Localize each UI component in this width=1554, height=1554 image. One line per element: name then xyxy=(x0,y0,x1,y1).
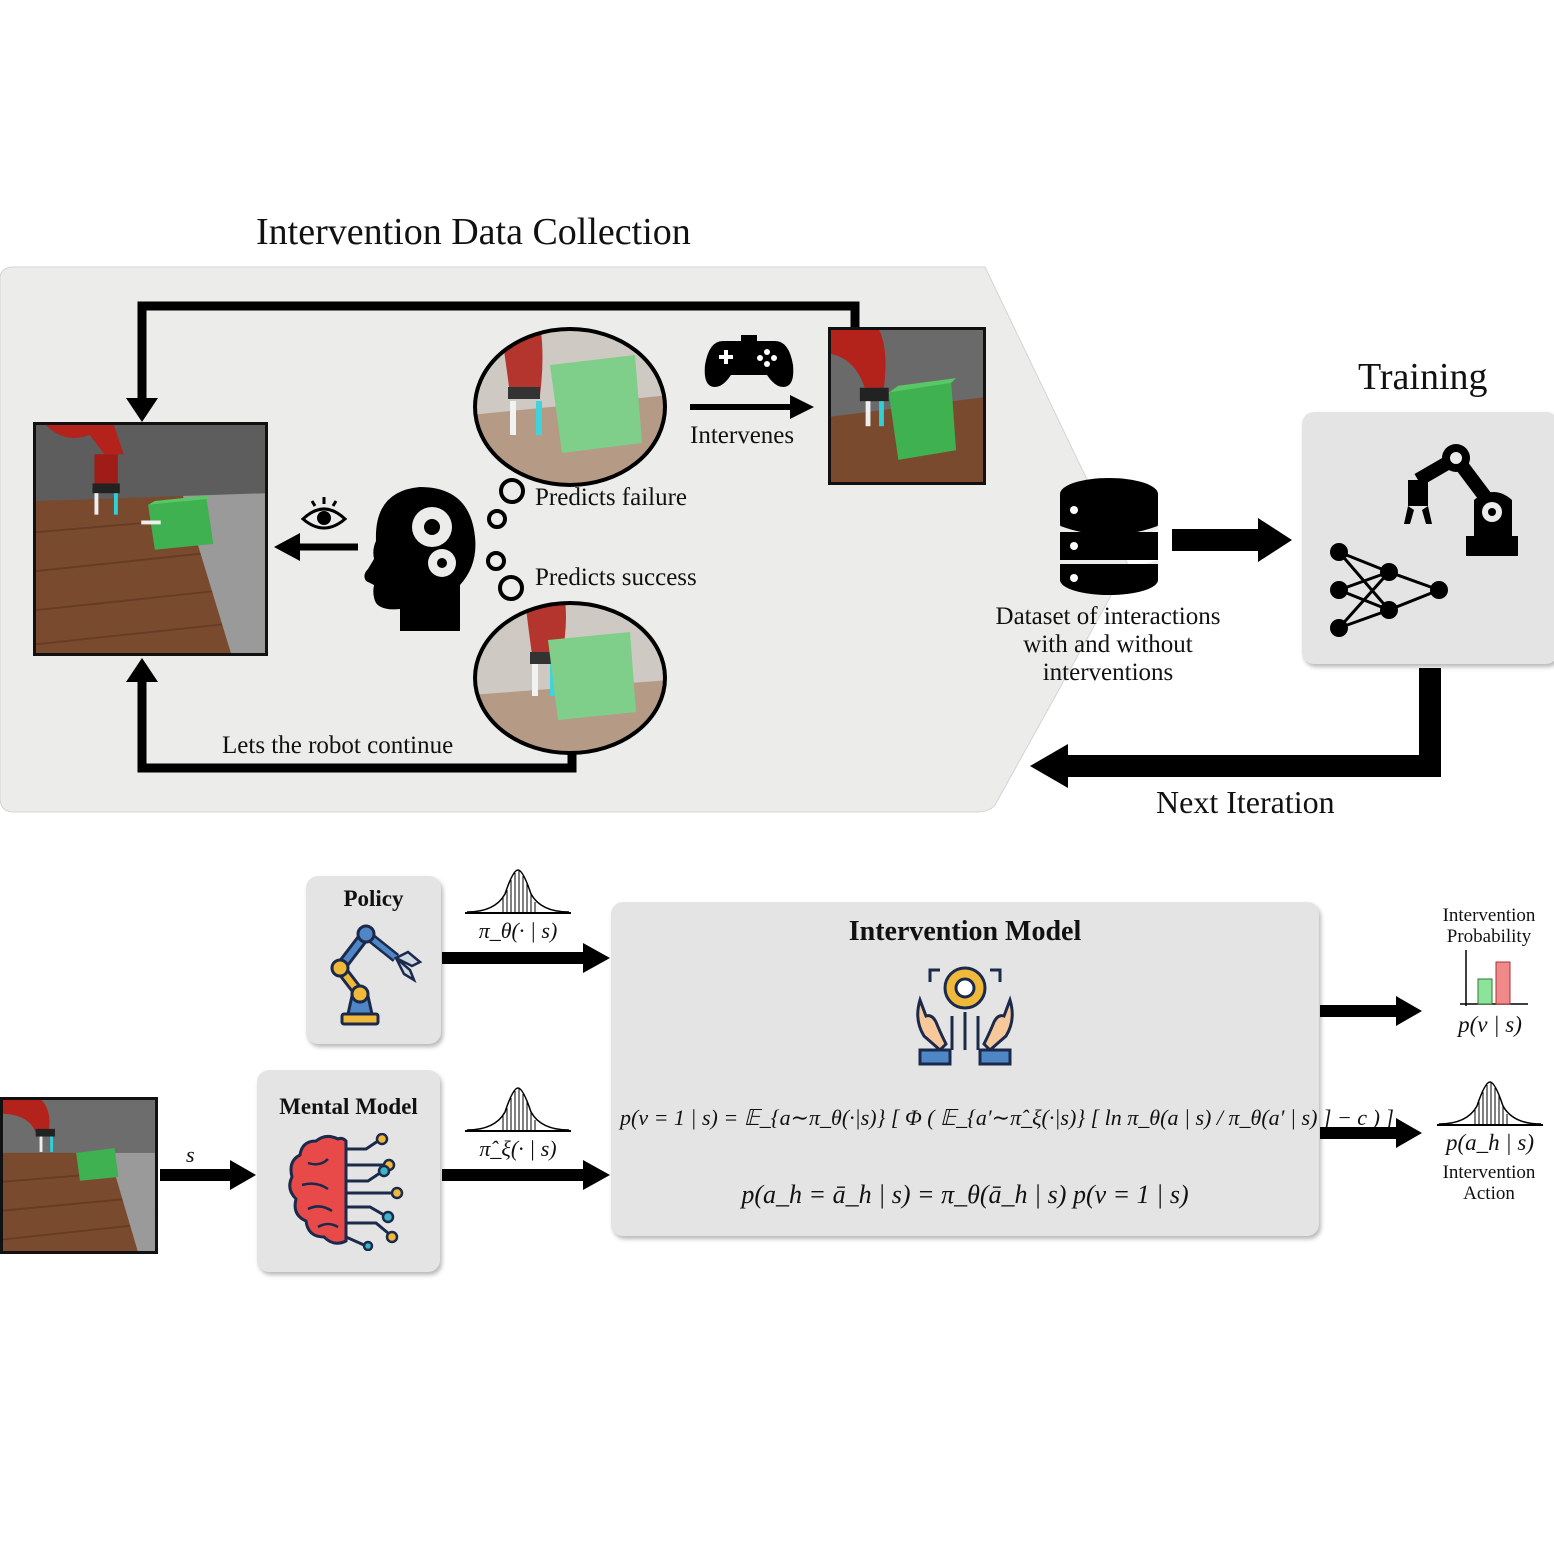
thought-dots xyxy=(486,478,525,601)
section-title: Intervention Data Collection xyxy=(256,211,691,253)
output-action-title: Intervention Action xyxy=(1420,1162,1554,1204)
output-action-title-line: Intervention xyxy=(1442,1162,1536,1183)
brain-circuit-icon xyxy=(288,1133,404,1251)
neural-network-icon xyxy=(1330,543,1448,637)
policy-title: Policy xyxy=(343,886,404,911)
output-probability-title: Intervention Probability xyxy=(1420,905,1554,947)
output-action-label: p(a_h | s) xyxy=(1445,1130,1535,1155)
equation-intervention-probability: p(ν = 1 | s) = 𝔼_{a∼π_θ(·|s)} [ Φ ( 𝔼_{a… xyxy=(620,1105,1394,1130)
thought-bubble-success xyxy=(473,601,667,755)
output-probability-title-line: Probability xyxy=(1446,926,1532,947)
dataset-label-line: with and without xyxy=(1023,631,1193,658)
mental-model-title: Mental Model xyxy=(279,1094,418,1119)
predicts-failure-label: Predicts failure xyxy=(535,484,688,511)
output-probability-label: p(ν | s) xyxy=(1458,1012,1522,1037)
state-label: s xyxy=(186,1142,195,1167)
dataset-label-line: Dataset of interactions xyxy=(995,603,1221,630)
mental-distribution-label: π̂_ξ(· | s) xyxy=(479,1136,557,1161)
bell-curve-icon xyxy=(1437,1081,1543,1126)
predicts-success-label: Predicts success xyxy=(535,564,697,591)
dataset-label-line: interventions xyxy=(1042,659,1174,686)
gamepad-icon xyxy=(704,335,794,387)
bell-curve-icon xyxy=(465,1087,571,1132)
hands-gear-icon xyxy=(916,966,1014,1066)
eye-icon xyxy=(300,497,348,530)
human-head-gears-icon xyxy=(364,487,476,631)
database-icon xyxy=(1059,478,1159,595)
training-title: Training xyxy=(1358,356,1488,398)
top-loop-arrows xyxy=(126,301,1441,788)
equation-intervention-action: p(a_h = ā_h | s) = π_θ(ā_h | s) p(ν = 1 … xyxy=(741,1180,1189,1209)
dataset-label: Dataset of interactions with and without… xyxy=(968,603,1248,687)
bell-curve-icon xyxy=(465,869,571,914)
robot-scene-state xyxy=(0,1097,158,1254)
robot-arm-color-icon xyxy=(330,924,423,1026)
lets-continue-label: Lets the robot continue xyxy=(222,732,454,759)
robot-arm-icon xyxy=(1404,444,1518,556)
intervention-model-card xyxy=(611,902,1319,1236)
robot-scene-intervene xyxy=(828,327,986,485)
intervention-model-title: Intervention Model xyxy=(848,916,1082,947)
output-probability-title-line: Intervention xyxy=(1442,905,1536,926)
next-iteration-label: Next Iteration xyxy=(1156,784,1335,820)
bar-chart-icon xyxy=(1460,950,1528,1006)
output-action-title-line: Action xyxy=(1463,1183,1515,1204)
policy-distribution-label: π_θ(· | s) xyxy=(478,918,558,943)
robot-scene-left xyxy=(33,422,268,656)
intervenes-label: Intervenes xyxy=(690,422,795,449)
thought-bubble-failure xyxy=(473,327,667,487)
